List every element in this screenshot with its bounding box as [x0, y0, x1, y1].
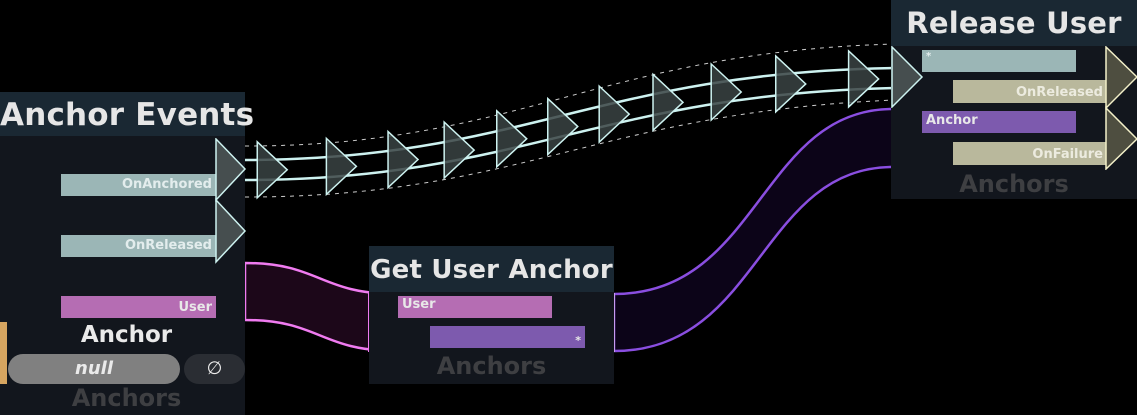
exec-wire[interactable] [244, 43, 896, 200]
exec-in-pin[interactable]: * [922, 50, 1076, 72]
node-get-user-anchor[interactable]: Get User Anchor User * Anchors [369, 246, 614, 384]
node-title[interactable]: Get User Anchor [369, 246, 614, 292]
flow-arrow-icon [495, 109, 528, 169]
node-title[interactable]: Anchor Events [0, 92, 254, 136]
output-pin-anchor[interactable]: * [430, 326, 585, 348]
flow-arrow-icon [443, 120, 476, 180]
node-title[interactable]: Release User [891, 0, 1137, 46]
output-pin-user[interactable]: User [61, 296, 216, 318]
output-pin-onreleased[interactable]: OnReleased [953, 80, 1107, 103]
node-release-user[interactable]: Release User * OnReleased Anchor OnFailu… [891, 0, 1137, 199]
exec-out-pins-release [1105, 46, 1137, 170]
flow-arrow-icon [387, 129, 420, 190]
flow-arrow-icon [847, 49, 880, 109]
anchor-wire[interactable] [612, 107, 895, 353]
output-pin-onfailure[interactable]: OnFailure [953, 142, 1107, 165]
flow-arrow-icon [547, 96, 579, 157]
flow-arrow-icon [325, 136, 358, 197]
input-pin-anchor[interactable]: Anchor [922, 111, 1076, 133]
output-pin-onanchored[interactable]: OnAnchored [61, 174, 216, 196]
output-pin-onreleased[interactable]: OnReleased [61, 235, 216, 257]
exec-out-pin-onreleased[interactable] [1105, 46, 1137, 110]
node-category: Anchors [436, 352, 547, 380]
flow-arrow-icon [256, 140, 289, 200]
exec-out-pin-onfailure[interactable] [1105, 106, 1137, 170]
anchor-value-field[interactable]: null [8, 354, 180, 384]
selection-marker [0, 322, 7, 384]
node-category: Anchors [959, 170, 1069, 198]
flow-arrow-icon [774, 54, 807, 114]
exec-in-pin-arrow[interactable] [891, 46, 931, 108]
exec-out-pin-onanchored[interactable] [215, 138, 247, 202]
flow-arrow-icon [710, 62, 743, 122]
flow-arrow-icon [598, 84, 631, 144]
input-pin-user[interactable]: User [398, 296, 552, 318]
null-set-icon: ∅ [206, 358, 223, 379]
exec-out-pins [215, 138, 247, 264]
exec-out-pin-onreleased[interactable] [215, 198, 247, 264]
param-label: Anchor [80, 322, 173, 348]
node-category: Anchors [71, 384, 182, 412]
clear-value-button[interactable]: ∅ [184, 354, 245, 384]
flow-arrow-icon [652, 72, 685, 133]
node-anchor-events[interactable]: Anchor Events OnAnchored OnReleased User… [0, 92, 254, 415]
